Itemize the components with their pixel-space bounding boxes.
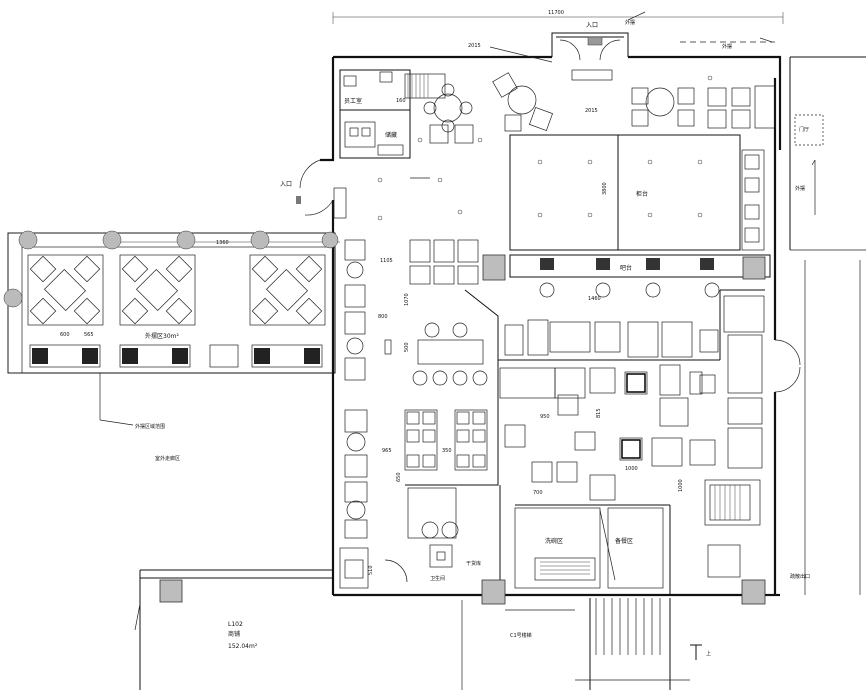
dim-top-width: 11700: [548, 10, 564, 16]
unit-area-label: 152.04m²: [228, 643, 258, 650]
kitchen-equipment: 950 815 1000 1000 700: [499, 295, 765, 578]
dim-1000b: 1000: [678, 479, 684, 492]
dim-terrace-width: 1360: [216, 240, 229, 246]
kitchen-partitions: [405, 289, 765, 595]
booth-tables: 1070 800 500: [378, 239, 488, 386]
leaders: 2015: [410, 43, 553, 179]
corridor-label: 室外走廊区: [155, 455, 180, 462]
dining-left-seats: 1105 965: [344, 239, 393, 539]
dim-510: 510: [368, 565, 374, 575]
unit-code-label: L102: [228, 621, 243, 628]
up-label: 上: [706, 650, 711, 657]
bar-counter: 吧台 1460: [482, 254, 771, 302]
door-swing-icon: [599, 39, 621, 61]
counter-label: 柜台: [636, 190, 648, 198]
tree-icon: [250, 230, 270, 250]
dim-1070: 1070: [404, 293, 410, 306]
dim-815: 815: [596, 408, 602, 418]
column-icon: [482, 254, 506, 281]
path-label: 外摆: [722, 43, 732, 50]
column-icon: [742, 256, 766, 280]
top-entrance: 入口 外摆: [559, 11, 646, 61]
dim-600: 600: [60, 332, 70, 338]
entrance-mat: [587, 36, 603, 46]
left-entrance-label: 入口: [280, 181, 292, 188]
central-block: 3800 柜台: [377, 75, 765, 251]
door-swing-icon: [299, 159, 321, 189]
top-right-note: 外摆: [625, 19, 635, 26]
dim-700: 700: [533, 490, 543, 496]
terrace-table-1: [27, 254, 104, 326]
door-swing-icon: [559, 39, 581, 61]
top-dimension: 11700: [332, 10, 784, 24]
round-tables-top: 2015: [423, 69, 776, 144]
dim-1460: 1460: [588, 296, 601, 302]
dim-350: 350: [442, 448, 452, 454]
dim-950: 950: [540, 414, 550, 420]
terrace: 1360: [3, 230, 340, 462]
column-icon: [741, 579, 766, 605]
bar-label: 吧台: [620, 264, 632, 272]
toilet-label: 卫生间: [430, 575, 445, 582]
staff-room: 员工室 储藏 160: [339, 69, 446, 159]
dim-565: 565: [84, 332, 94, 338]
door-swing-icon: [774, 366, 801, 393]
stair-icon: C1号楼梯 上: [505, 598, 711, 690]
dim-1000a: 1000: [625, 466, 638, 472]
dim-2015-ext: 2015: [468, 43, 481, 49]
dim-2015: 2015: [585, 108, 598, 114]
terrace-note-label: 外摆区域范围: [135, 423, 165, 430]
terrace-benches: [29, 344, 323, 368]
dim-1105: 1105: [380, 258, 393, 264]
dim-650: 650: [396, 472, 402, 482]
door-swing-icon: [304, 199, 334, 216]
dim-500: 500: [404, 342, 410, 352]
terrace-table-3: [249, 254, 326, 326]
columns: [159, 579, 766, 605]
column-icon: [481, 579, 506, 605]
planter-right: [794, 114, 824, 146]
top-entrance-label: 入口: [586, 22, 598, 29]
wash-label: 洗碗区: [545, 537, 563, 545]
tree-icon: [102, 230, 122, 250]
toilet-area: 卫生间 干货库 510: [339, 487, 481, 589]
back-rooms: 洗碗区 备餐区: [514, 507, 664, 589]
door-stopper: [296, 196, 301, 204]
shop-l102: L102 商铺 152.04m²: [134, 569, 463, 690]
tree-icon: [176, 230, 196, 250]
right-mark: 外摆: [795, 185, 805, 192]
main-walls: [320, 32, 782, 597]
terrace-label: 外摆区30m²: [145, 332, 179, 340]
prep-label: 备餐区: [615, 537, 633, 545]
dim-800: 800: [378, 314, 388, 320]
terrace-table-2: [119, 254, 196, 326]
right-exterior: 门厅 外摆 疏散出口: [774, 56, 866, 595]
outdoor-path: 外摆: [680, 37, 775, 50]
dry-store-label: 干货库: [466, 560, 481, 567]
stair-label: C1号楼梯: [510, 632, 532, 639]
dim-160: 160: [396, 98, 406, 104]
right-note-label: 门厅: [799, 126, 809, 133]
four-top-tables: 350 650: [396, 409, 488, 482]
left-entrance: 入口: [280, 159, 347, 219]
door-swing-icon: [774, 339, 801, 366]
tree-icon: [18, 230, 38, 250]
unit-name-label: 商铺: [228, 630, 240, 638]
column-icon: [159, 579, 183, 603]
tree-icon: [321, 231, 339, 249]
storage-label: 储藏: [385, 131, 397, 139]
dim-965: 965: [382, 448, 392, 454]
dim-3800: 3800: [602, 182, 608, 195]
staff-room-label: 员工室: [344, 97, 362, 105]
exit-label: 疏散出口: [790, 573, 810, 580]
tree-icon: [3, 288, 23, 308]
door-swing-icon: [384, 559, 408, 583]
